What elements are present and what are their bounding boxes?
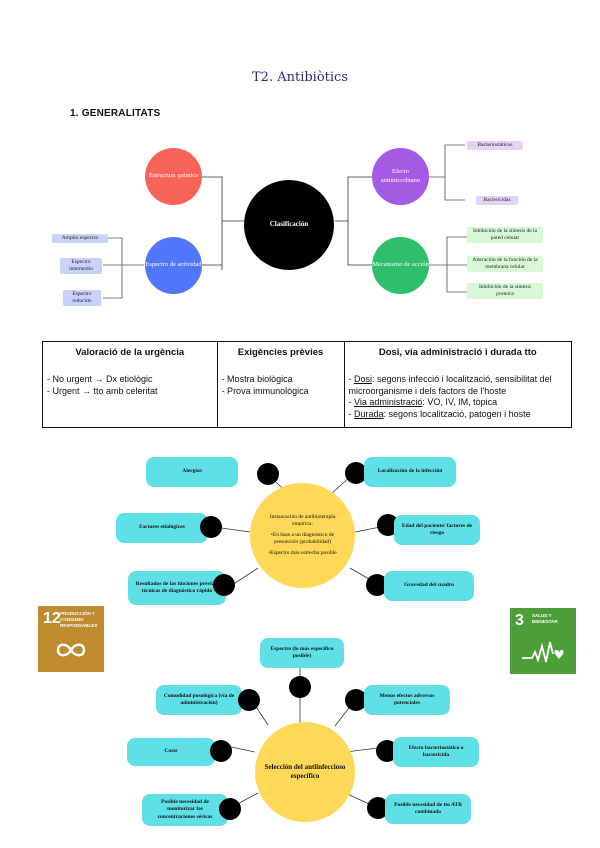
specific-center-node: Selección del antiinfeccioso específico <box>255 722 355 822</box>
branch-label: Estructura química <box>148 172 199 180</box>
specific-factor-espectro: Espectro (lo más específico posible) <box>260 638 344 668</box>
table-header-exigencies: Exigències prèvies <box>216 341 345 361</box>
empirical-factor-etiologicos: Factores etiológicos <box>116 513 208 543</box>
branch-node-efecto: Efecto antimicrobiano <box>372 148 429 205</box>
bullet-dot <box>257 463 279 485</box>
specific-factor-coste: Coste <box>127 738 215 766</box>
classification-center-node: Clasificación <box>244 180 334 270</box>
leaf-espectro-intermedio: Espectro intermedio <box>60 258 102 274</box>
leaf-inhibicion-proteica: Inhibición de la síntesis proteica <box>467 283 543 299</box>
leaf-alteracion-membrana: Alteración de la función de la membrana … <box>467 256 543 272</box>
sdg-number: 12 <box>43 610 61 627</box>
sdg-badge-3: 3 Salud y bienestar <box>510 608 576 674</box>
table-line-dosi: - Dosi: segons infecció i localització, … <box>348 374 552 396</box>
info-table: Valoració de la urgència Exigències prèv… <box>42 341 573 428</box>
via-key: Via administració <box>354 397 423 408</box>
leaf-inhibicion-pared: Inhibición de la síntesis de la pared ce… <box>467 227 543 243</box>
specific-factor-efecto-bacteriostatico: Efecto bacteriostático o bactericida <box>393 737 479 767</box>
specific-factor-efectos-adversos: Menos efectos adversos potenciales <box>364 685 450 715</box>
bullet-dot <box>213 574 235 596</box>
table-cell-dosi: - Dosi: segons infecció i localització, … <box>343 361 573 428</box>
empirical-bullet: •Espectro más estrecho posible <box>268 550 337 557</box>
durada-text: : segons localització, patogen i hoste <box>383 409 531 420</box>
leaf-bactericidas: Bactericidas <box>476 196 518 205</box>
sdg-label: Producción y consumo responsables <box>60 611 98 628</box>
empirical-factor-edad: Edad del paciente/ factores de riesgo <box>394 515 480 545</box>
dosi-key: Dosi <box>354 374 373 384</box>
empirical-bullet: •En base a un diagnóstico de presunción … <box>270 531 335 546</box>
table-line-durada: - Durada: segons localització, patogen i… <box>348 409 531 420</box>
branch-node-mecanismo: Mecanismo de acción <box>372 237 429 294</box>
durada-key: Durada <box>354 409 384 420</box>
table-line: - Mostra biològica <box>221 374 293 384</box>
bullet-dot <box>377 514 399 536</box>
section-heading: 1. GENERALITATS <box>70 108 161 119</box>
bullet-dot <box>238 689 260 711</box>
empirical-factor-alergias: Alergias <box>146 457 238 487</box>
branch-node-espectro: Espectro de actividad <box>145 237 202 294</box>
specific-factor-comodidad: Comodidad posológica (vía de administrac… <box>156 685 242 715</box>
heartbeat-icon <box>522 641 564 663</box>
branch-label: Mecanismo de acción <box>372 261 429 269</box>
table-line: - Urgent → tto amb celeritat <box>47 385 158 396</box>
branch-node-estructura: Estructura química <box>145 148 202 205</box>
empirical-center-node: Instauración de antibioterapia empírica:… <box>250 483 355 588</box>
table-line: - Prova immunològica <box>221 385 309 396</box>
infinity-icon <box>56 643 86 657</box>
table-line: - No urgent → Dx etiològic <box>47 374 153 384</box>
table-header-dosi: Dosi, via administració i durada tto <box>343 341 573 361</box>
empirical-factor-localizacion: Localización de la infección <box>364 457 456 487</box>
leaf-bacteriostaticos: Bacteriostáticos <box>467 141 523 150</box>
sdg-number: 3 <box>515 612 524 629</box>
branch-label: Espectro de actividad <box>145 261 202 269</box>
specific-heading: Selección del antiinfeccioso específico <box>264 762 346 780</box>
bullet-dot <box>200 516 222 538</box>
bullet-dot <box>366 574 388 596</box>
bullet-dot <box>345 689 367 711</box>
branch-label: Efecto antimicrobiano <box>380 167 421 184</box>
table-header-urgencia: Valoració de la urgència <box>42 341 218 361</box>
bullet-dot <box>345 462 367 484</box>
via-text: : VO, IV, IM, tòpica <box>422 397 498 408</box>
bullet-dot <box>376 740 398 762</box>
sdg-badge-12: 12 Producción y consumo responsables <box>38 606 104 672</box>
specific-factor-tto-combinado: Posible necesidad de tto ATB combinado <box>385 794 471 824</box>
bullet-dot <box>289 676 311 698</box>
leaf-amplio-espectro: Amplio espectro <box>52 234 108 243</box>
bullet-dot <box>210 740 232 762</box>
specific-factor-monitorizar: Posible necesidad de monitorizar las con… <box>142 794 228 826</box>
table-cell-urgencia: - No urgent → Dx etiològic - Urgent → tt… <box>42 361 218 428</box>
dosi-text: : segons infecció i localització, sensib… <box>348 374 552 396</box>
bullet-dot <box>367 797 389 819</box>
empirical-factor-gravedad: Gravedad del cuadro <box>384 571 474 601</box>
empirical-heading: Instauración de antibioterapia empírica: <box>269 513 336 527</box>
document-title: T2. Antibiòtics <box>252 70 348 85</box>
table-cell-exigencies: - Mostra biològica - Prova immunològica <box>216 361 345 428</box>
leaf-espectro-reducido: Espectro reducido <box>63 290 101 306</box>
table-line-via: - Via administració: VO, IV, IM, tòpica <box>348 397 498 408</box>
sdg-label: Salud y bienestar <box>532 613 558 624</box>
bullet-dot <box>219 798 241 820</box>
empirical-factor-tinciones: Resultados de las tinciones previas/ téc… <box>128 571 226 605</box>
